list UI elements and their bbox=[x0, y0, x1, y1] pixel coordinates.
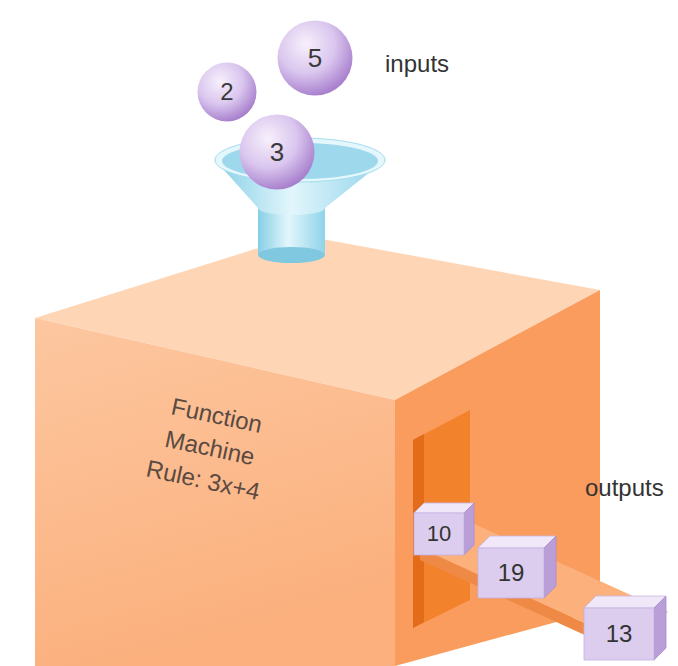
inputs-label: inputs bbox=[385, 50, 449, 78]
box-front bbox=[35, 318, 395, 666]
cube-face: 10 bbox=[414, 513, 464, 555]
ball-number: 3 bbox=[270, 138, 284, 167]
ball-body bbox=[278, 21, 353, 96]
ball-body bbox=[198, 63, 257, 122]
ball-number: 5 bbox=[308, 44, 322, 73]
input-ball: 2 bbox=[197, 62, 257, 122]
input-ball: 3 bbox=[239, 114, 315, 190]
cube-front bbox=[478, 548, 544, 598]
output-number: 13 bbox=[606, 621, 633, 647]
cube-top bbox=[584, 596, 666, 608]
cube-side bbox=[654, 596, 666, 660]
cube-front bbox=[584, 608, 654, 660]
ball-number: 2 bbox=[220, 79, 233, 105]
ball-body bbox=[240, 115, 315, 190]
machine-opening bbox=[413, 410, 470, 628]
label-text: outputs bbox=[585, 474, 664, 501]
cube-face: 13 bbox=[584, 608, 654, 660]
output-cube: 19 bbox=[478, 536, 556, 598]
cube-side bbox=[544, 536, 556, 598]
output-cube: 10 bbox=[414, 503, 474, 555]
cube-top bbox=[478, 536, 556, 548]
label-text: inputs bbox=[385, 50, 449, 77]
output-number: 10 bbox=[427, 522, 451, 546]
funnel-rim bbox=[215, 138, 385, 182]
cube-side bbox=[464, 503, 474, 555]
output-number: 19 bbox=[498, 560, 525, 586]
machine-illustration bbox=[0, 130, 678, 666]
funnel-spout bbox=[258, 247, 325, 263]
output-cube: 13 bbox=[584, 596, 666, 660]
outputs-label: outputs bbox=[585, 474, 664, 502]
funnel-mouth bbox=[222, 143, 378, 179]
input-ball: 5 bbox=[277, 20, 353, 96]
function-machine: Function MachineRule: 3x+4 bbox=[0, 130, 678, 666]
cube-face: 19 bbox=[478, 548, 544, 598]
cube-front bbox=[414, 513, 464, 555]
